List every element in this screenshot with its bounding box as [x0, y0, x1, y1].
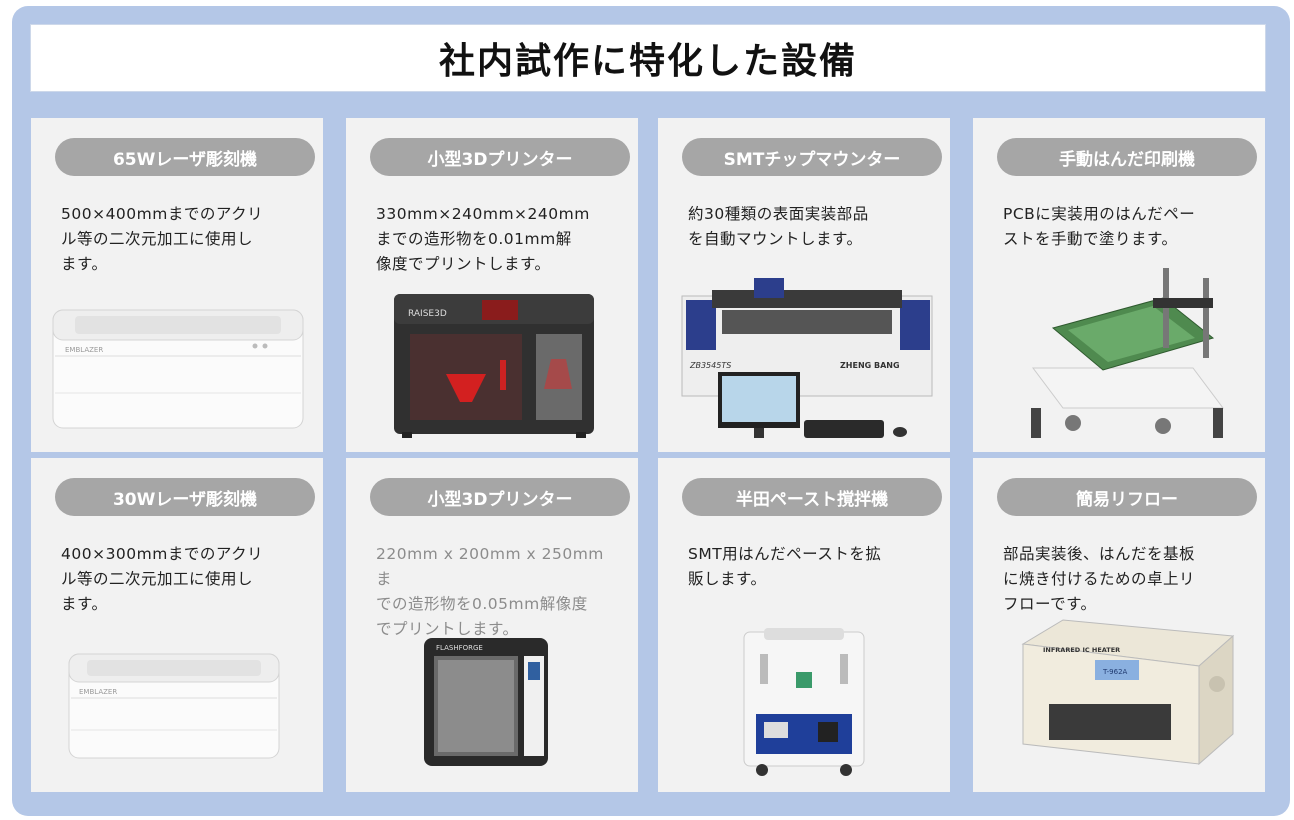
equipment-label: 65Wレーザ彫刻機	[55, 138, 315, 176]
equipment-label: 手動はんだ印刷機	[997, 138, 1257, 176]
equipment-description: 400×300mmまでのアクリ ル等の二次元加工に使用し ます。	[61, 545, 264, 613]
equipment-description: 約30種類の表面実装部品 を自動マウントします。	[688, 205, 869, 248]
brand-text: EMBLAZER	[79, 688, 117, 696]
brand-text: FLASHFORGE	[436, 644, 483, 652]
equipment-card-laser-65w: 65Wレーザ彫刻機 500×400mmまでのアクリ ル等の二次元加工に使用し ま…	[31, 118, 323, 452]
3d-printer-image: RAISE3D	[394, 294, 594, 438]
equipment-label: 半田ペースト撹拌機	[682, 478, 942, 516]
page-title: 社内試作に特化した設備	[438, 41, 857, 82]
model-text: ZB3545TS	[689, 361, 731, 370]
equipment-label: 小型3Dプリンター	[370, 138, 630, 176]
equipment-label: 簡易リフロー	[997, 478, 1257, 516]
equipment-description: SMT用はんだペーストを拡 販します。	[688, 545, 882, 588]
laser-engraver-image: EMBLAZER	[68, 653, 280, 759]
solder-printer-image	[1031, 268, 1224, 438]
equipment-label: SMTチップマウンター	[682, 138, 942, 176]
equipment-card-reflow-oven: 簡易リフロー 部品実装後、はんだを基板 に焼き付けるための卓上リ フローです。 …	[973, 458, 1265, 792]
equipment-description: 部品実装後、はんだを基板 に焼き付けるための卓上リ フローです。	[1003, 545, 1196, 613]
display-text: T-962A	[1102, 668, 1128, 676]
brand-text: RAISE3D	[408, 309, 447, 319]
brand-text: ZHENG BANG	[840, 361, 900, 370]
equipment-card-3d-printer-small: 小型3Dプリンター 220mm x 200mm x 250mmま での造形物を0…	[346, 458, 638, 792]
equipment-description: 220mm x 200mm x 250mmま での造形物を0.05mm解像度 で…	[376, 545, 604, 638]
equipment-card-laser-30w: 30Wレーザ彫刻機 400×300mmまでのアクリ ル等の二次元加工に使用し ま…	[31, 458, 323, 792]
reflow-oven-image: INFRARED IC HEATER T-962A	[1021, 619, 1235, 766]
equipment-card-paste-mixer: 半田ペースト撹拌機 SMT用はんだペーストを拡 販します。	[658, 458, 950, 792]
equipment-description: 330mm×240mm×240mm までの造形物を0.01mm解 像度でプリント…	[376, 205, 590, 273]
equipment-description: 500×400mmまでのアクリ ル等の二次元加工に使用し ます。	[61, 205, 264, 273]
brand-text: INFRARED IC HEATER	[1043, 646, 1120, 654]
laser-engraver-image: EMBLAZER	[52, 309, 304, 429]
equipment-card-3d-printer-large: 小型3Dプリンター 330mm×240mm×240mm までの造形物を0.01m…	[346, 118, 638, 452]
equipment-card-solder-printer: 手動はんだ印刷機 PCBに実装用のはんだペー ストを手動で塗ります。	[973, 118, 1265, 452]
equipment-description: PCBに実装用のはんだペー ストを手動で塗ります。	[1003, 205, 1196, 248]
brand-text: EMBLAZER	[65, 346, 103, 354]
smt-mounter-image: ZB3545TS ZHENG BANG	[681, 278, 933, 438]
equipment-card-smt-mounter: SMTチップマウンター 約30種類の表面実装部品 を自動マウントします。 ZB3…	[658, 118, 950, 452]
equipment-label: 30Wレーザ彫刻機	[55, 478, 315, 516]
3d-printer-image: FLASHFORGE	[424, 638, 548, 766]
paste-mixer-image	[743, 628, 865, 776]
equipment-label: 小型3Dプリンター	[370, 478, 630, 516]
title-bar: 社内試作に特化した設備	[30, 24, 1266, 92]
